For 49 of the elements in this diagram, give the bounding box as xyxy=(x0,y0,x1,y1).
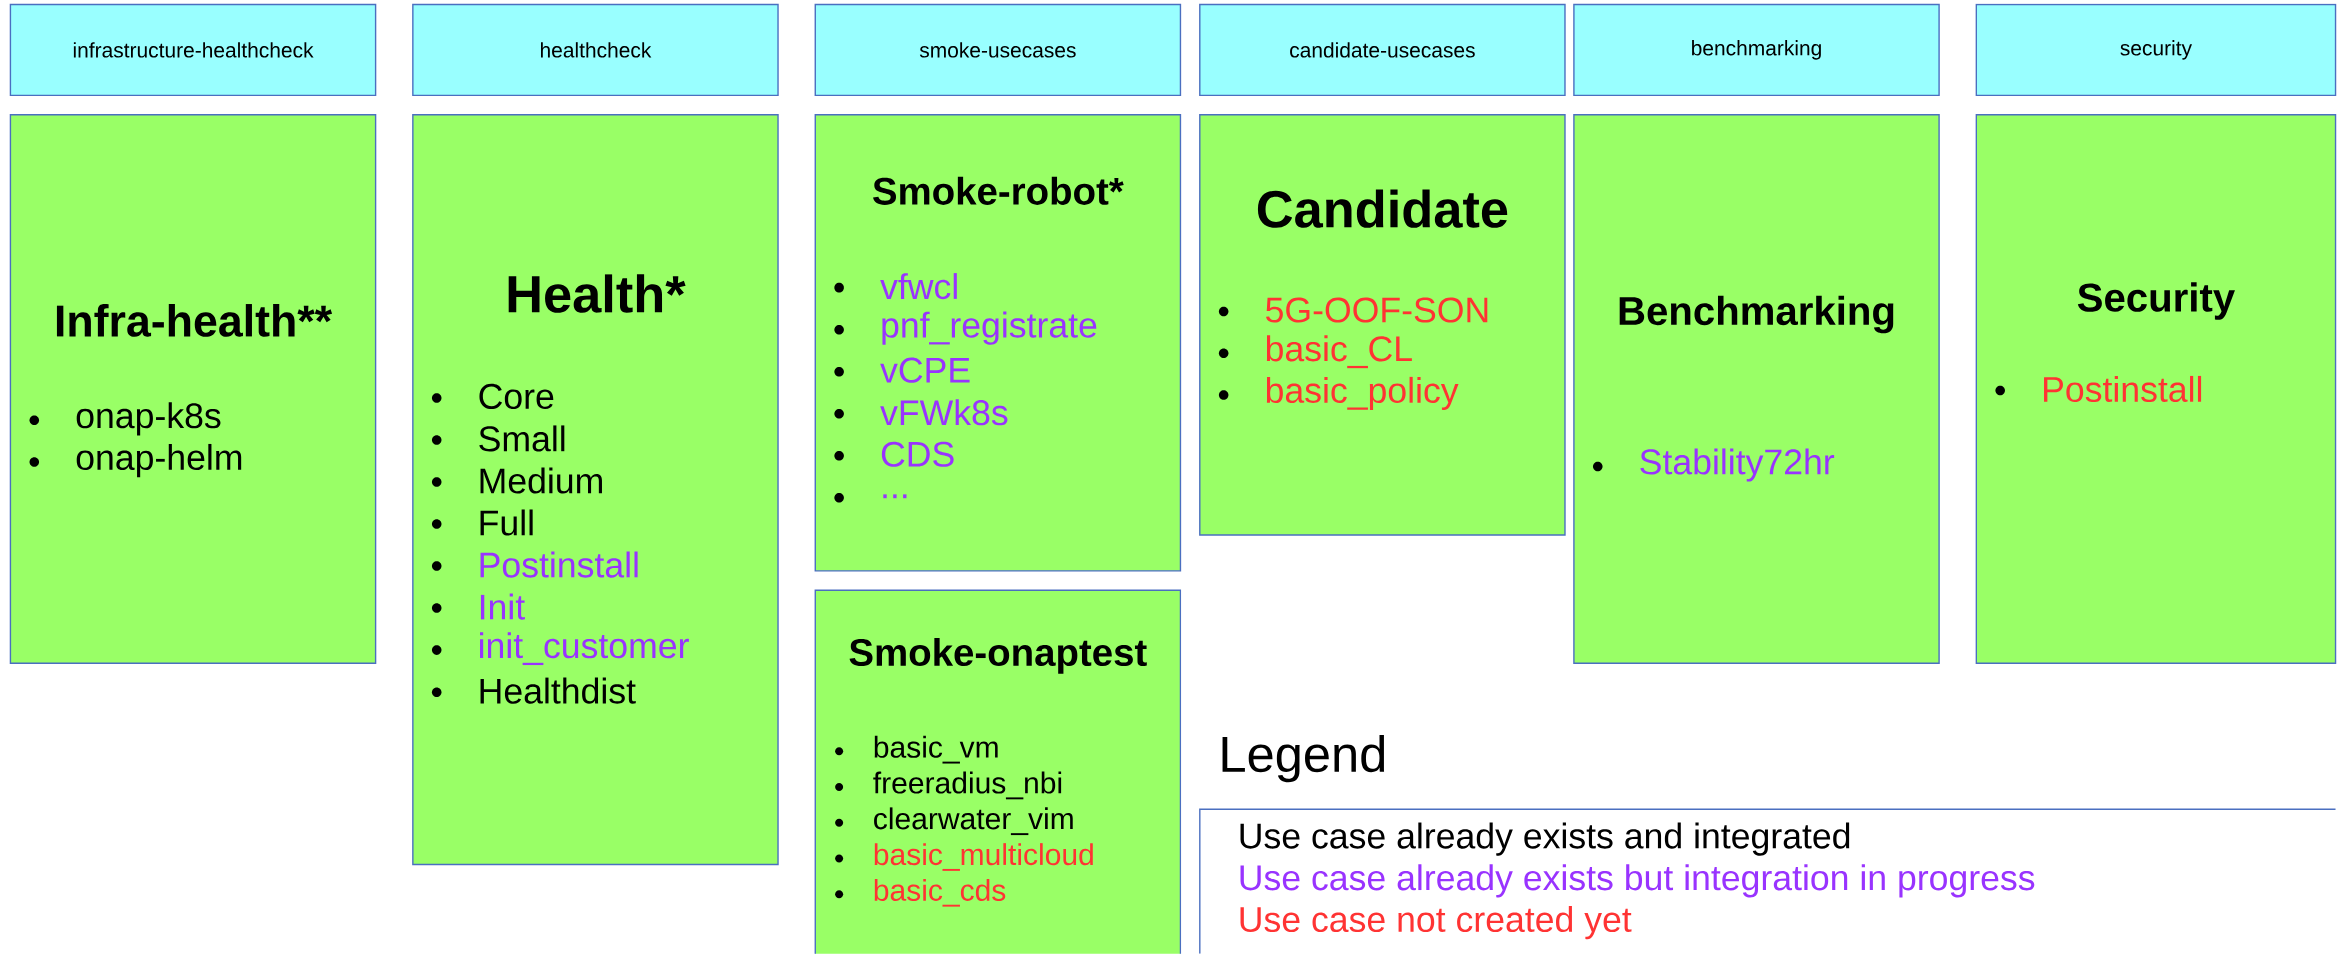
category-box: candidate-usecases xyxy=(1199,3,1566,97)
test-box xyxy=(1199,114,1566,536)
list-item: Small xyxy=(431,425,565,452)
list-item: Core xyxy=(431,383,554,410)
list-item: Healthdist xyxy=(431,677,636,704)
list-item: ... xyxy=(834,493,907,503)
box-heading: Smoke-onaptest xyxy=(849,637,1147,674)
list-item: basic_vm xyxy=(835,735,998,764)
category-box: benchmarking xyxy=(1573,3,1940,97)
box-heading: Infra-health** xyxy=(56,304,333,337)
test-box xyxy=(412,114,779,866)
list-item: vCPE xyxy=(834,357,970,383)
list-item: Init xyxy=(431,593,525,620)
list-item: Stability72hr xyxy=(1593,448,1835,482)
list-item: basic_CL xyxy=(1218,335,1412,369)
category-box: healthcheck xyxy=(412,3,779,97)
box-heading: Health* xyxy=(508,274,686,313)
legend-entry: Use case not created yet xyxy=(1240,906,1632,940)
legend-entry: Use case already exists and integrated xyxy=(1240,822,1850,856)
box-heading: Security xyxy=(2077,282,2235,320)
list-item: basic_multicloud xyxy=(835,843,1093,871)
list-item: clearwater_vim xyxy=(835,807,1073,836)
list-item: vfwcl xyxy=(834,273,957,300)
list-item: basic_policy xyxy=(1218,376,1459,411)
test-box xyxy=(814,589,1182,954)
list-item: basic_cds xyxy=(835,879,1006,907)
box-heading: Benchmarking xyxy=(1619,295,1894,334)
test-box xyxy=(814,114,1182,572)
list-item: 5G-OOF-SON xyxy=(1218,297,1488,323)
list-item: Postinstall xyxy=(431,551,638,578)
list-item: Medium xyxy=(431,467,602,494)
legend-entry: Use case already exists but integration in progress xyxy=(1240,864,2035,898)
box-heading: Smoke-robot* xyxy=(873,176,1124,205)
list-item: Postinstall xyxy=(1995,376,2202,403)
test-box xyxy=(1573,114,1940,664)
list-item: pnf_registrate xyxy=(834,311,1097,345)
box-heading: Candidate xyxy=(1257,189,1508,228)
list-item: init_customer xyxy=(431,632,689,666)
list-item: onap-helm xyxy=(29,444,242,478)
test-box xyxy=(9,114,377,664)
list-item: freeradius_nbi xyxy=(835,771,1062,800)
list-item: Full xyxy=(431,509,533,536)
list-item: onap-k8s xyxy=(29,402,221,436)
test-box xyxy=(1975,114,2337,664)
category-box: security xyxy=(1975,3,2337,97)
list-item: CDS xyxy=(834,441,954,467)
category-box: infrastructure-healthcheck xyxy=(9,3,377,97)
category-box: smoke-usecases xyxy=(814,3,1182,97)
list-item: vFWk8s xyxy=(834,399,1008,426)
